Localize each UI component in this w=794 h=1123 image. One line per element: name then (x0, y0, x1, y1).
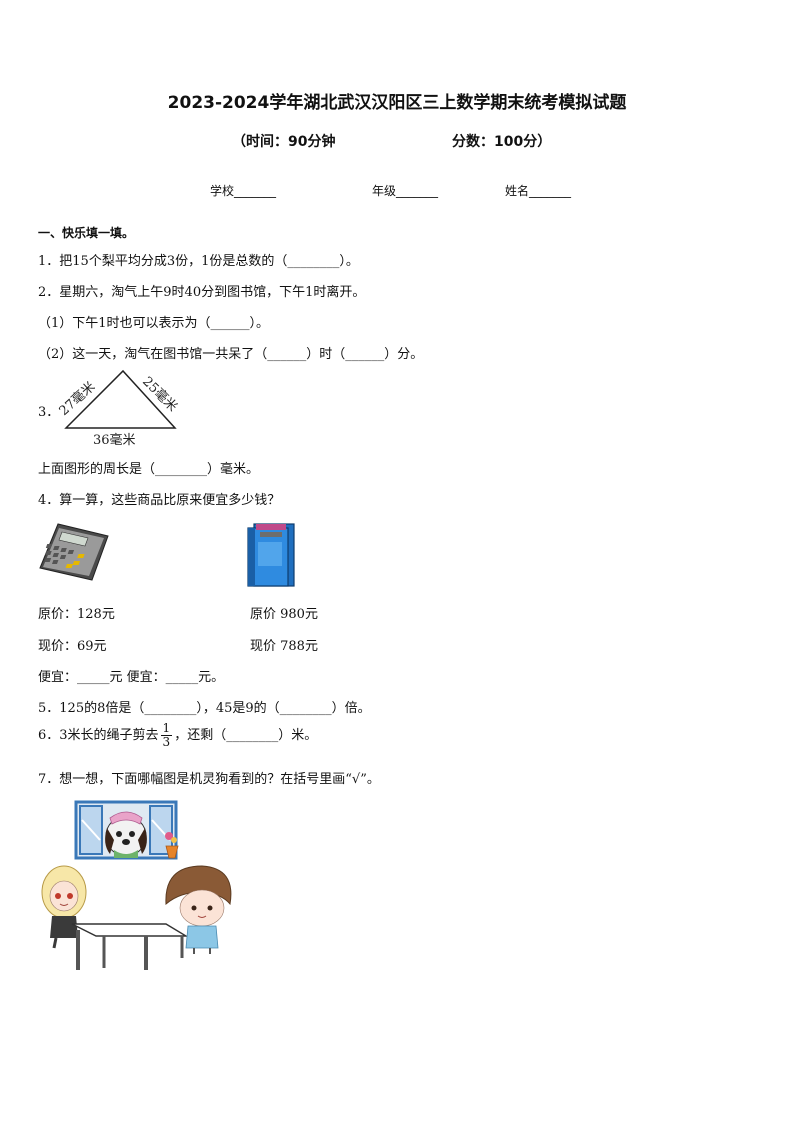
fraction-numerator: 1 (160, 721, 173, 736)
question-5: 5．125的8倍是（________），45是9的（________）倍。 (38, 701, 371, 716)
item-2-original-price: 原价 980元 (250, 607, 318, 622)
question-7: 7．想一想，下面哪幅图是机灵狗看到的？在括号里画“√”。 (38, 772, 380, 787)
fraction-denominator: 3 (162, 735, 171, 749)
question-4-answer: 便宜：_____元 便宜：_____元。 (38, 670, 225, 685)
section-heading: 一、快乐填一填。 (38, 226, 135, 240)
triangle-label-right: 25毫米 (139, 374, 180, 415)
girls-table-illustration (41, 865, 232, 970)
item-2-current-price: 现价 788元 (250, 639, 318, 654)
exam-score: 分数：100分） (452, 134, 552, 150)
question-4: 4．算一算，这些商品比原来便宜多少钱？ (38, 493, 281, 508)
item-1-current-price: 现价：69元 (38, 639, 107, 654)
exam-time: （时间：90分钟 (232, 134, 336, 150)
triangle-figure: 27毫米 25毫米 36毫米 (56, 369, 181, 448)
triangle-shape (64, 369, 177, 429)
page-title: 2023-2024学年湖北武汉汉阳区三上数学期末统考模拟试题 (167, 93, 627, 113)
school-field: 学校_______ (210, 184, 277, 198)
triangle-label-base: 36毫米 (93, 432, 136, 448)
question-3: 上面图形的周长是（________）毫米。 (38, 462, 260, 477)
question-6-prefix: 6．3米长的绳子剪去 (38, 728, 159, 743)
name-field: 姓名_______ (505, 184, 572, 198)
question-2: 2．星期六，淘气上午9时40分到图书馆，下午1时离开。 (38, 285, 366, 300)
question-3-number: 3． (38, 405, 60, 420)
question-6-suffix: ，还剩（________）米。 (174, 728, 318, 743)
book-icon (247, 523, 295, 587)
grade-field: 年级_______ (372, 184, 439, 198)
question-2-part-1: （1）下午1时也可以表示为（______）。 (38, 316, 270, 331)
question-2-part-2: （2）这一天，淘气在图书馆一共呆了（______）时（______）分。 (38, 347, 424, 362)
triangle-label-left: 27毫米 (56, 379, 98, 419)
question-1: 1．把15个梨平均分成3份，1份是总数的（________）。 (38, 254, 359, 269)
calculator-icon (39, 523, 109, 581)
window-dog-illustration (74, 800, 179, 860)
item-1-original-price: 原价：128元 (38, 607, 115, 622)
